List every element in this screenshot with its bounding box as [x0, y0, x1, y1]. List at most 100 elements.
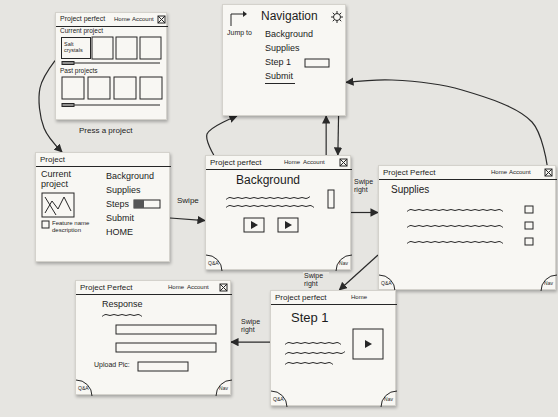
picture-scribble — [45, 197, 71, 213]
sketch-text: Background — [236, 174, 300, 188]
corner-button — [541, 275, 557, 291]
placeholder-text-scribble — [285, 363, 333, 365]
sketch-box — [92, 37, 113, 59]
sketch-text: Nav — [544, 281, 553, 287]
sketch-text: Step 1 — [291, 311, 329, 326]
sketch-box — [114, 77, 136, 99]
scroll-thumb — [62, 62, 74, 65]
sketch-text: Nav — [384, 397, 393, 403]
sketch-text: Past projects — [60, 67, 98, 74]
sketch-text: Project Perfect — [383, 168, 435, 177]
corner-button — [216, 380, 232, 396]
header-bar-line — [206, 169, 352, 170]
sketch-text: Home — [284, 159, 300, 166]
back-arrow — [231, 14, 243, 26]
close-icon — [545, 169, 552, 176]
close-icon — [340, 159, 347, 166]
sketch-text: Current project — [41, 169, 87, 190]
gesture-label: Press a project — [78, 126, 133, 135]
sketch-text: Nav — [339, 261, 348, 267]
header-bar-line — [36, 166, 171, 167]
gear-icon — [333, 13, 335, 15]
gear-icon — [333, 19, 335, 21]
scroll-bar — [62, 63, 160, 64]
play-icon — [285, 221, 292, 229]
progress-bar — [134, 200, 160, 208]
flow-arrow — [346, 80, 547, 165]
video-box — [244, 218, 264, 232]
close-icon — [545, 169, 552, 176]
scroll-bar — [62, 105, 160, 106]
sketch-drawing — [271, 291, 397, 407]
sketch-text: Response — [102, 299, 143, 309]
paper-screen: Project perfectHomeAccountCurrent projec… — [55, 12, 167, 120]
flow-arrow — [231, 342, 270, 343]
sketch-text: Q&A — [78, 386, 89, 392]
corner-button — [271, 391, 287, 407]
checkbox — [525, 206, 533, 213]
close-icon — [340, 159, 347, 166]
sketch-text: Q&A — [381, 281, 392, 287]
close-icon — [158, 16, 165, 23]
close-icon — [545, 169, 552, 176]
sketch-text: Account — [303, 159, 325, 166]
scroll-thumb — [62, 104, 74, 107]
close-icon — [220, 284, 227, 291]
sketch-text: Background — [106, 171, 154, 181]
sketch-box — [62, 77, 84, 99]
gesture-label: Swipe right — [240, 318, 266, 334]
placeholder-text-scribble — [407, 242, 503, 244]
sketch-text: Home — [491, 169, 507, 176]
progress-fill — [134, 200, 144, 208]
sketch-text: Supplies — [106, 185, 141, 195]
placeholder-text-scribble — [285, 352, 345, 355]
sketch-text: Home — [114, 16, 130, 23]
paper-screen: NavigationJump toBackgroundSuppliesStep … — [222, 4, 346, 116]
corner-button — [76, 380, 92, 396]
gear-icon — [341, 17, 344, 18]
sketch-text: Nav — [219, 386, 228, 392]
corner-button — [381, 391, 397, 407]
sketch-text: Home — [168, 284, 184, 291]
flow-arrow — [337, 116, 339, 155]
sketch-drawing — [76, 281, 232, 396]
sketch-text: Project — [40, 155, 65, 164]
sketch-text: Project perfect — [60, 15, 105, 23]
gesture-label: Swipe right — [353, 178, 377, 194]
underline — [265, 83, 295, 84]
sketch-text: Upload Pic: — [94, 361, 130, 369]
sketch-box — [140, 37, 161, 59]
play-icon — [251, 221, 258, 229]
sketch-text: Home — [351, 294, 367, 301]
sketch-text: Submit — [106, 213, 134, 223]
sketch-text: Project perfect — [275, 293, 327, 302]
sketch-text: Supplies — [265, 43, 300, 53]
close-icon — [340, 159, 347, 166]
sketch-text: Q&A — [273, 397, 284, 403]
corner-button — [206, 255, 222, 271]
sketch-text: Navigation — [261, 10, 318, 24]
paper-screen: Project PerfectHomeAccountSuppliesQ&ANav — [378, 165, 556, 290]
placeholder-text-scribble — [407, 210, 503, 212]
project-picture — [42, 193, 74, 217]
flow-arrow — [351, 212, 378, 213]
sketch-box — [116, 37, 137, 59]
project-thumbnail: Salt crystals — [61, 37, 91, 59]
sketch-box — [140, 77, 162, 99]
video-box — [353, 329, 383, 359]
gear-icon — [339, 13, 341, 15]
close-icon — [158, 16, 165, 23]
header-bar-line — [379, 179, 557, 180]
sketch-text: Feature name description — [52, 220, 92, 234]
close-icon — [158, 16, 165, 23]
paper-screen: Project perfect HomeStep 1 Q&A Nav — [270, 290, 396, 406]
paper-screen: Project perfectHomeAccountBackgroundQ&AN… — [205, 155, 351, 270]
sketch-text: Background — [265, 29, 313, 39]
corner-button — [336, 255, 352, 271]
upload-field — [138, 362, 188, 371]
close-icon — [220, 284, 227, 291]
placeholder-text-scribble — [102, 315, 142, 317]
checkbox — [42, 221, 49, 228]
flow-arrow — [207, 116, 237, 155]
